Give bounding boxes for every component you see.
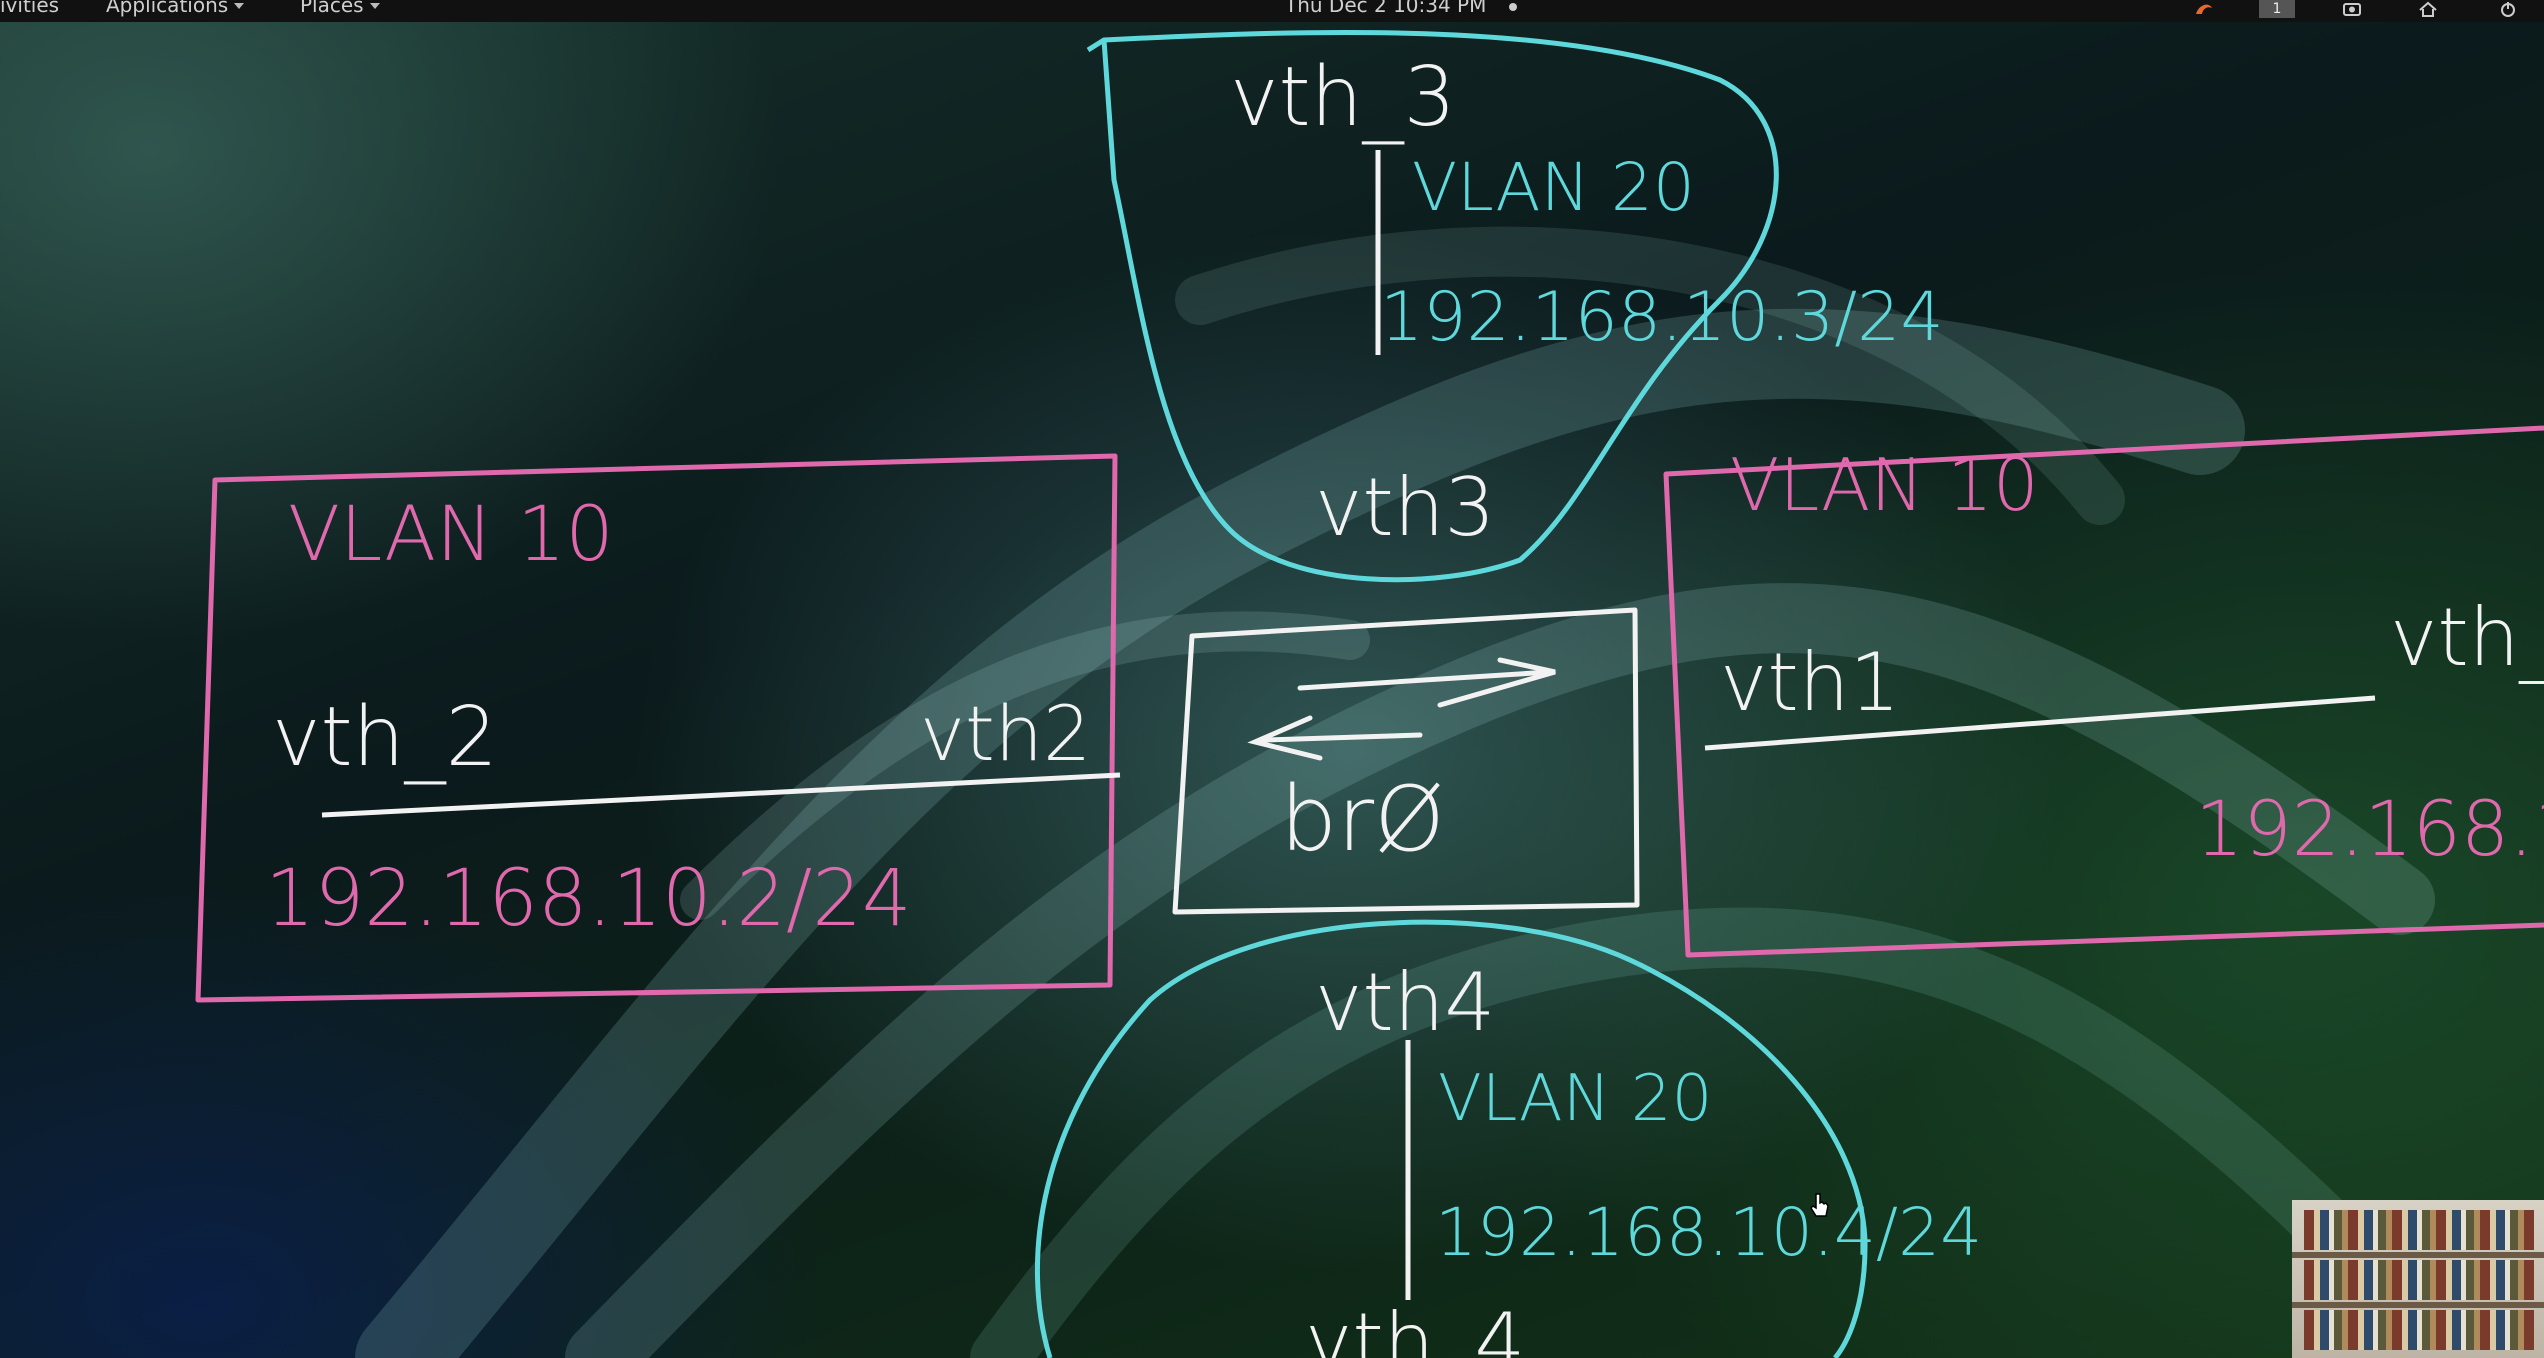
top-namespace-outline	[1086, 29, 1779, 583]
chevron-down-icon	[234, 3, 245, 9]
diagram-labels: vth_3 VLAN 20 192.168.10.3/24 vth3 VLAN …	[265, 50, 2544, 1358]
top-panel: ivities Applications Places Thu Dec 2 10…	[0, 0, 2544, 22]
left-namespace-name: vth_2	[272, 690, 498, 785]
workspace-number: 1	[2259, 0, 2295, 18]
bridge-arrows	[1247, 657, 1556, 761]
right-bridge-port: vth1	[1720, 636, 1900, 729]
bridge-label: brØ	[1280, 767, 1445, 872]
bottom-namespace-name: vth_4	[1305, 1296, 1525, 1358]
bookshelf-books	[2304, 1260, 2534, 1300]
bridge-box-outline	[1172, 607, 1640, 915]
camera-icon[interactable]	[2334, 0, 2370, 18]
activities-button[interactable]: ivities	[0, 0, 60, 17]
places-menu[interactable]: Places	[300, 0, 380, 17]
clock-button[interactable]: Thu Dec 2 10:34 PM	[1285, 0, 1517, 17]
bottom-bridge-port: vth4	[1315, 956, 1495, 1049]
bookshelf-shelf	[2292, 1302, 2544, 1308]
bookshelf-books	[2304, 1310, 2534, 1350]
notification-dot-icon	[1508, 2, 1517, 11]
right-ip-label: 192.168.10.1/2	[2195, 784, 2544, 873]
top-ip-label: 192.168.10.3/24	[1380, 278, 1944, 357]
right-link-line	[1704, 695, 2376, 751]
right-namespace-name: vth_	[2390, 591, 2544, 684]
firefox-icon[interactable]	[2186, 0, 2222, 18]
power-icon[interactable]	[2490, 0, 2526, 18]
bottom-vlan-label: VLAN 20	[1438, 1062, 1712, 1136]
applications-menu[interactable]: Applications	[106, 0, 245, 17]
bookshelf-shelf	[2292, 1252, 2544, 1258]
top-vlan-label: VLAN 20	[1412, 149, 1695, 226]
places-label: Places	[300, 0, 364, 17]
bottom-ip-label: 192.168.10.4/24	[1435, 1194, 1982, 1271]
top-namespace-name: vth_3	[1230, 50, 1456, 145]
left-bridge-port: vth2	[920, 689, 1091, 778]
left-vlan-label: VLAN 10	[288, 489, 614, 578]
left-namespace-outline	[195, 453, 1118, 1003]
right-vlan-label: VLAN 10	[1730, 443, 2039, 527]
bookshelf-books	[2304, 1210, 2534, 1250]
left-ip-label: 192.168.10.2/24	[265, 854, 912, 944]
right-namespace-outline	[1663, 425, 2544, 958]
clock-label: Thu Dec 2 10:34 PM	[1285, 0, 1487, 17]
hand-cursor-icon	[1810, 1193, 1829, 1217]
top-bridge-port: vth3	[1315, 461, 1495, 554]
chevron-down-icon	[369, 3, 380, 9]
webcam-overlay	[2292, 1200, 2544, 1358]
workspace-indicator[interactable]: 1	[2259, 0, 2295, 18]
left-link-line	[321, 772, 1121, 818]
applications-label: Applications	[106, 0, 229, 17]
home-icon[interactable]	[2410, 0, 2446, 18]
activities-label: ivities	[0, 0, 60, 17]
bottom-namespace-outline	[1034, 919, 1868, 1358]
